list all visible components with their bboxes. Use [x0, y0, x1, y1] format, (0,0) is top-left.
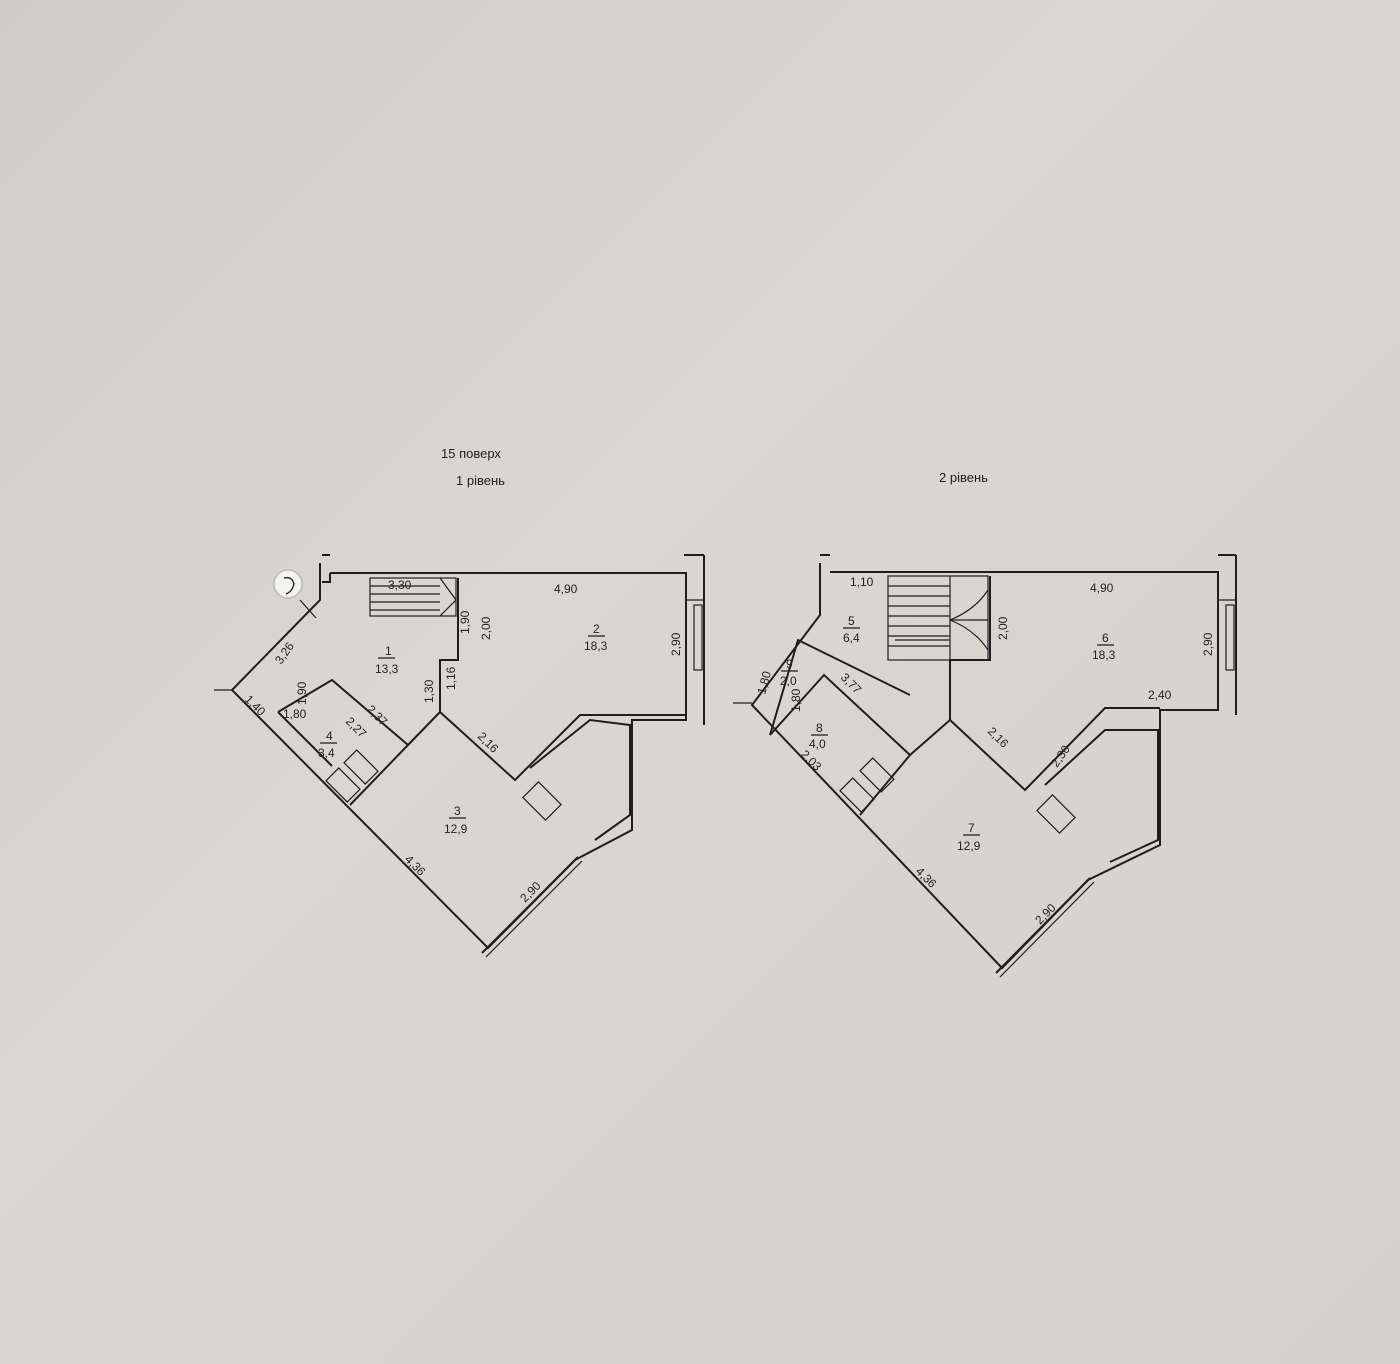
dim: 1,90: [458, 610, 472, 634]
level-1-balcony: [529, 718, 631, 841]
room-4-number: 4: [326, 729, 333, 743]
dim: 1,16: [444, 666, 458, 690]
room-9-number: 9: [786, 657, 793, 671]
dim: 2,30: [1048, 742, 1073, 769]
dim: 1,10: [850, 575, 874, 589]
room-7-number: 7: [968, 821, 975, 835]
room-4-area: 3,4: [318, 746, 335, 760]
room-5-number: 5: [848, 614, 855, 628]
level-2-wall-8: [769, 673, 912, 816]
floor-title: 15 поверх: [441, 446, 501, 461]
room-8-number: 8: [816, 721, 823, 735]
dim: 4,36: [913, 864, 940, 891]
room-3-area: 12,9: [444, 822, 468, 836]
level-1-window-right: [693, 604, 703, 671]
room-1-number: 1: [385, 644, 392, 658]
dim: 1,80: [754, 669, 774, 695]
level-2-wall-6-7: [949, 707, 1160, 792]
dim: 2,16: [475, 729, 502, 756]
dim: 1,80: [283, 707, 307, 721]
dim: 4,90: [1090, 581, 1114, 595]
dim: 1,40: [242, 692, 269, 719]
room-2-area: 18,3: [584, 639, 608, 653]
dim: 3,30: [388, 578, 412, 592]
level-2-window-right: [1225, 604, 1235, 671]
level-1-wall-2-3: [439, 711, 686, 782]
dim: 2,16: [985, 724, 1012, 751]
level-1-wall-1-2: [439, 578, 459, 712]
room-6-number: 6: [1102, 631, 1109, 645]
dim: 2,90: [669, 632, 683, 656]
dim: 2,90: [1032, 900, 1059, 927]
level-2-balcony: [1044, 729, 1159, 863]
level-2-wall-stair: [949, 576, 991, 720]
dim: 2,90: [517, 878, 544, 905]
level-1-plan: 1 13,3 2 18,3 3 12,9 4 3,4 3,30 4,90 1,9…: [214, 554, 705, 958]
level-1-stair: [369, 577, 457, 617]
dim: 2,03: [798, 747, 825, 774]
dim: 2,37: [364, 702, 391, 729]
room-1-area: 13,3: [375, 662, 399, 676]
room-6-area: 18,3: [1092, 648, 1116, 662]
room-2-number: 2: [593, 622, 600, 636]
level-2-plan: 5 6,4 6 18,3 7 12,9 8 4,0 9 2,0 1,10 4,9…: [733, 554, 1237, 978]
room-3-number: 3: [454, 804, 461, 818]
level-2-outer-wall: [750, 563, 1219, 970]
room-7-area: 12,9: [957, 839, 981, 853]
room-5-area: 6,4: [843, 631, 860, 645]
level-2-title: 2 рівень: [939, 470, 988, 485]
room-8-area: 4,0: [809, 737, 826, 751]
level-1-wall-4: [277, 678, 410, 806]
level-1-title: 1 рівень: [456, 473, 505, 488]
dim: 1,90: [295, 681, 309, 705]
dim: 1,30: [422, 679, 436, 703]
dim: 2,40: [1148, 688, 1172, 702]
level-1-outer-wall: [230, 563, 687, 950]
level-2-stair: [887, 575, 989, 661]
dim: 1,80: [789, 688, 803, 712]
level-2-wall-9: [769, 638, 911, 736]
dim: 2,90: [1201, 632, 1215, 656]
dim: 4,36: [402, 852, 429, 879]
location-pin-icon: [273, 569, 303, 599]
room-9-area: 2,0: [780, 674, 797, 688]
dim: 2,27: [343, 714, 370, 741]
dim: 2,00: [479, 616, 493, 640]
dim: 4,90: [554, 582, 578, 596]
dim: 2,00: [996, 616, 1010, 640]
level-1-outer-wall-inner: [322, 573, 331, 583]
dim: 3,26: [272, 639, 297, 666]
